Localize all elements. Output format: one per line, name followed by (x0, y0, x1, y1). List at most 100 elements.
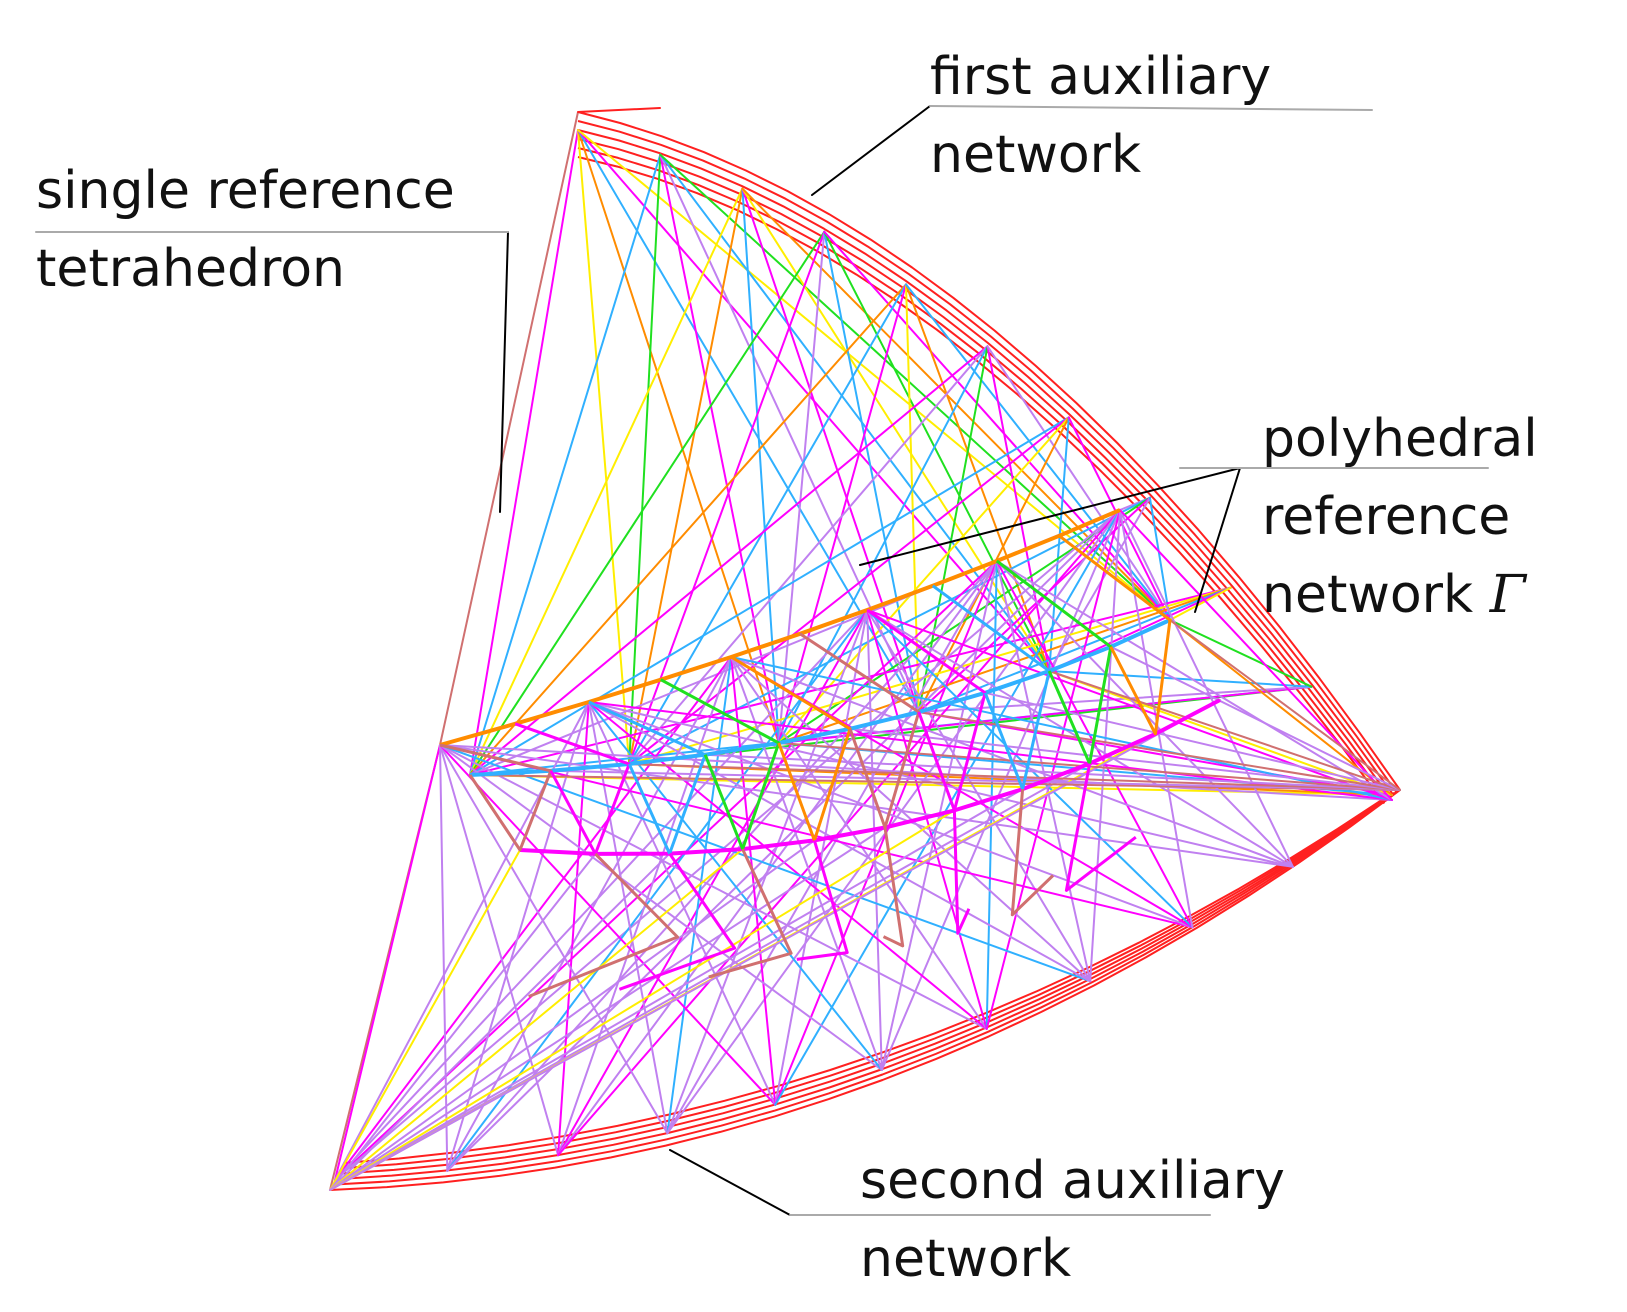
polyhedral-cell (439, 743, 553, 852)
reference-link (439, 744, 560, 1157)
polyhedral-cell (1064, 763, 1137, 892)
label-single-reference-tetrahedron: single reference tetrahedron (36, 152, 455, 308)
first-auxiliary-band (577, 120, 1398, 794)
reference-link (917, 496, 1151, 713)
reference-link (587, 701, 1194, 929)
polyhedral-cell (799, 632, 921, 829)
reference-link (659, 153, 1051, 672)
reference-link (469, 153, 662, 776)
reference-link (1048, 496, 1151, 672)
apex-fan-line (549, 769, 1401, 791)
second-auxiliary-band (340, 794, 1390, 1170)
reference-link (1169, 619, 1313, 688)
reference-link (334, 509, 1121, 1181)
apex-fan-line (329, 839, 816, 1191)
reference-link (777, 586, 1232, 744)
reference-link (439, 744, 988, 1030)
reference-link (730, 656, 1092, 983)
first-auxiliary-band (577, 111, 1401, 791)
reference-link (777, 345, 989, 744)
reference-link (587, 701, 669, 1135)
reference-link (659, 153, 780, 744)
apex-fan-line (329, 826, 886, 1191)
reference-link (917, 586, 1232, 713)
reference-link (587, 701, 1294, 868)
reference-link (469, 129, 579, 776)
reference-link (666, 609, 869, 1135)
reference-link (446, 701, 590, 1172)
reference-link (741, 187, 1051, 672)
polyhedral-cell (588, 700, 707, 856)
reference-link (334, 609, 869, 1181)
reference-link (777, 230, 826, 744)
reference-link (730, 656, 988, 1030)
label-first-auxiliary-network: first auxiliary network (930, 38, 1271, 194)
reference-link (469, 345, 989, 776)
reference-link (1169, 619, 1393, 796)
label-line: first auxiliary (930, 47, 1272, 107)
leader-line-polyhedral (859, 467, 1241, 566)
reference-link (557, 609, 869, 1157)
reference-link (986, 345, 1171, 621)
apex-fan-line (329, 848, 744, 1191)
label-line: single reference (36, 161, 455, 221)
polyhedral-cell (1010, 788, 1055, 917)
reference-link (557, 509, 1121, 1157)
reference-link (866, 609, 1092, 983)
polyhedral-cell (708, 848, 793, 979)
apex-fan-line (1109, 645, 1401, 791)
reference-link (439, 744, 1092, 983)
reference-link (1048, 670, 1313, 688)
reference-link (577, 129, 1171, 621)
reference-link (587, 701, 777, 1106)
polyhedral-cell (730, 655, 852, 842)
reference-link (439, 744, 669, 1135)
apex-fan-line (849, 727, 1401, 791)
polyhedral-cell (660, 678, 781, 851)
reference-link (446, 656, 733, 1172)
reference-link (880, 509, 1121, 1071)
label-line: reference (1262, 487, 1511, 547)
first-auxiliary-band (577, 129, 1395, 796)
reference-link (334, 744, 441, 1181)
reference-link (985, 509, 1121, 1030)
reference-link (628, 230, 826, 765)
label-polyhedral-reference-network: polyhedral reference network Γ (1262, 400, 1538, 634)
reference-link (730, 656, 883, 1071)
reference-link (823, 230, 1051, 672)
label-line: network (860, 1229, 1072, 1289)
polyhedral-cell (882, 827, 905, 948)
reference-link (666, 560, 998, 1135)
reference-link (777, 685, 1313, 744)
reference-link (823, 230, 1171, 621)
gamma-symbol: Γ (1489, 565, 1526, 625)
apex-fan-line (984, 691, 1401, 791)
reference-link (577, 129, 631, 765)
polyhedral-cell (952, 810, 971, 935)
polyhedral-cell (1058, 534, 1172, 736)
polyhedral-cell (995, 559, 1113, 766)
label-line: second auxiliary (860, 1151, 1285, 1211)
reference-link (866, 609, 988, 1030)
reference-link (986, 345, 1051, 672)
second-auxiliary-band (329, 789, 1401, 1191)
second-auxiliary-band (343, 795, 1388, 1164)
polyhedral-cell (618, 852, 737, 991)
reference-link (777, 416, 1070, 744)
reference-link (577, 129, 780, 744)
apex-fan-line (329, 788, 1024, 1191)
second-auxiliary-band (332, 790, 1398, 1186)
leader-line-second-auxiliary (669, 1149, 791, 1216)
reference-link (469, 230, 826, 776)
apex-fan-line (628, 763, 1401, 791)
reference-link (439, 744, 883, 1071)
reference-link (446, 609, 869, 1172)
polyhedral-cell (796, 839, 849, 961)
reference-link (469, 283, 907, 776)
reference-link (439, 744, 1294, 868)
reference-link (995, 560, 1393, 801)
polyhedral-cell (931, 584, 1051, 791)
label-word: network (1262, 565, 1474, 625)
apex-fan-line (329, 852, 671, 1191)
